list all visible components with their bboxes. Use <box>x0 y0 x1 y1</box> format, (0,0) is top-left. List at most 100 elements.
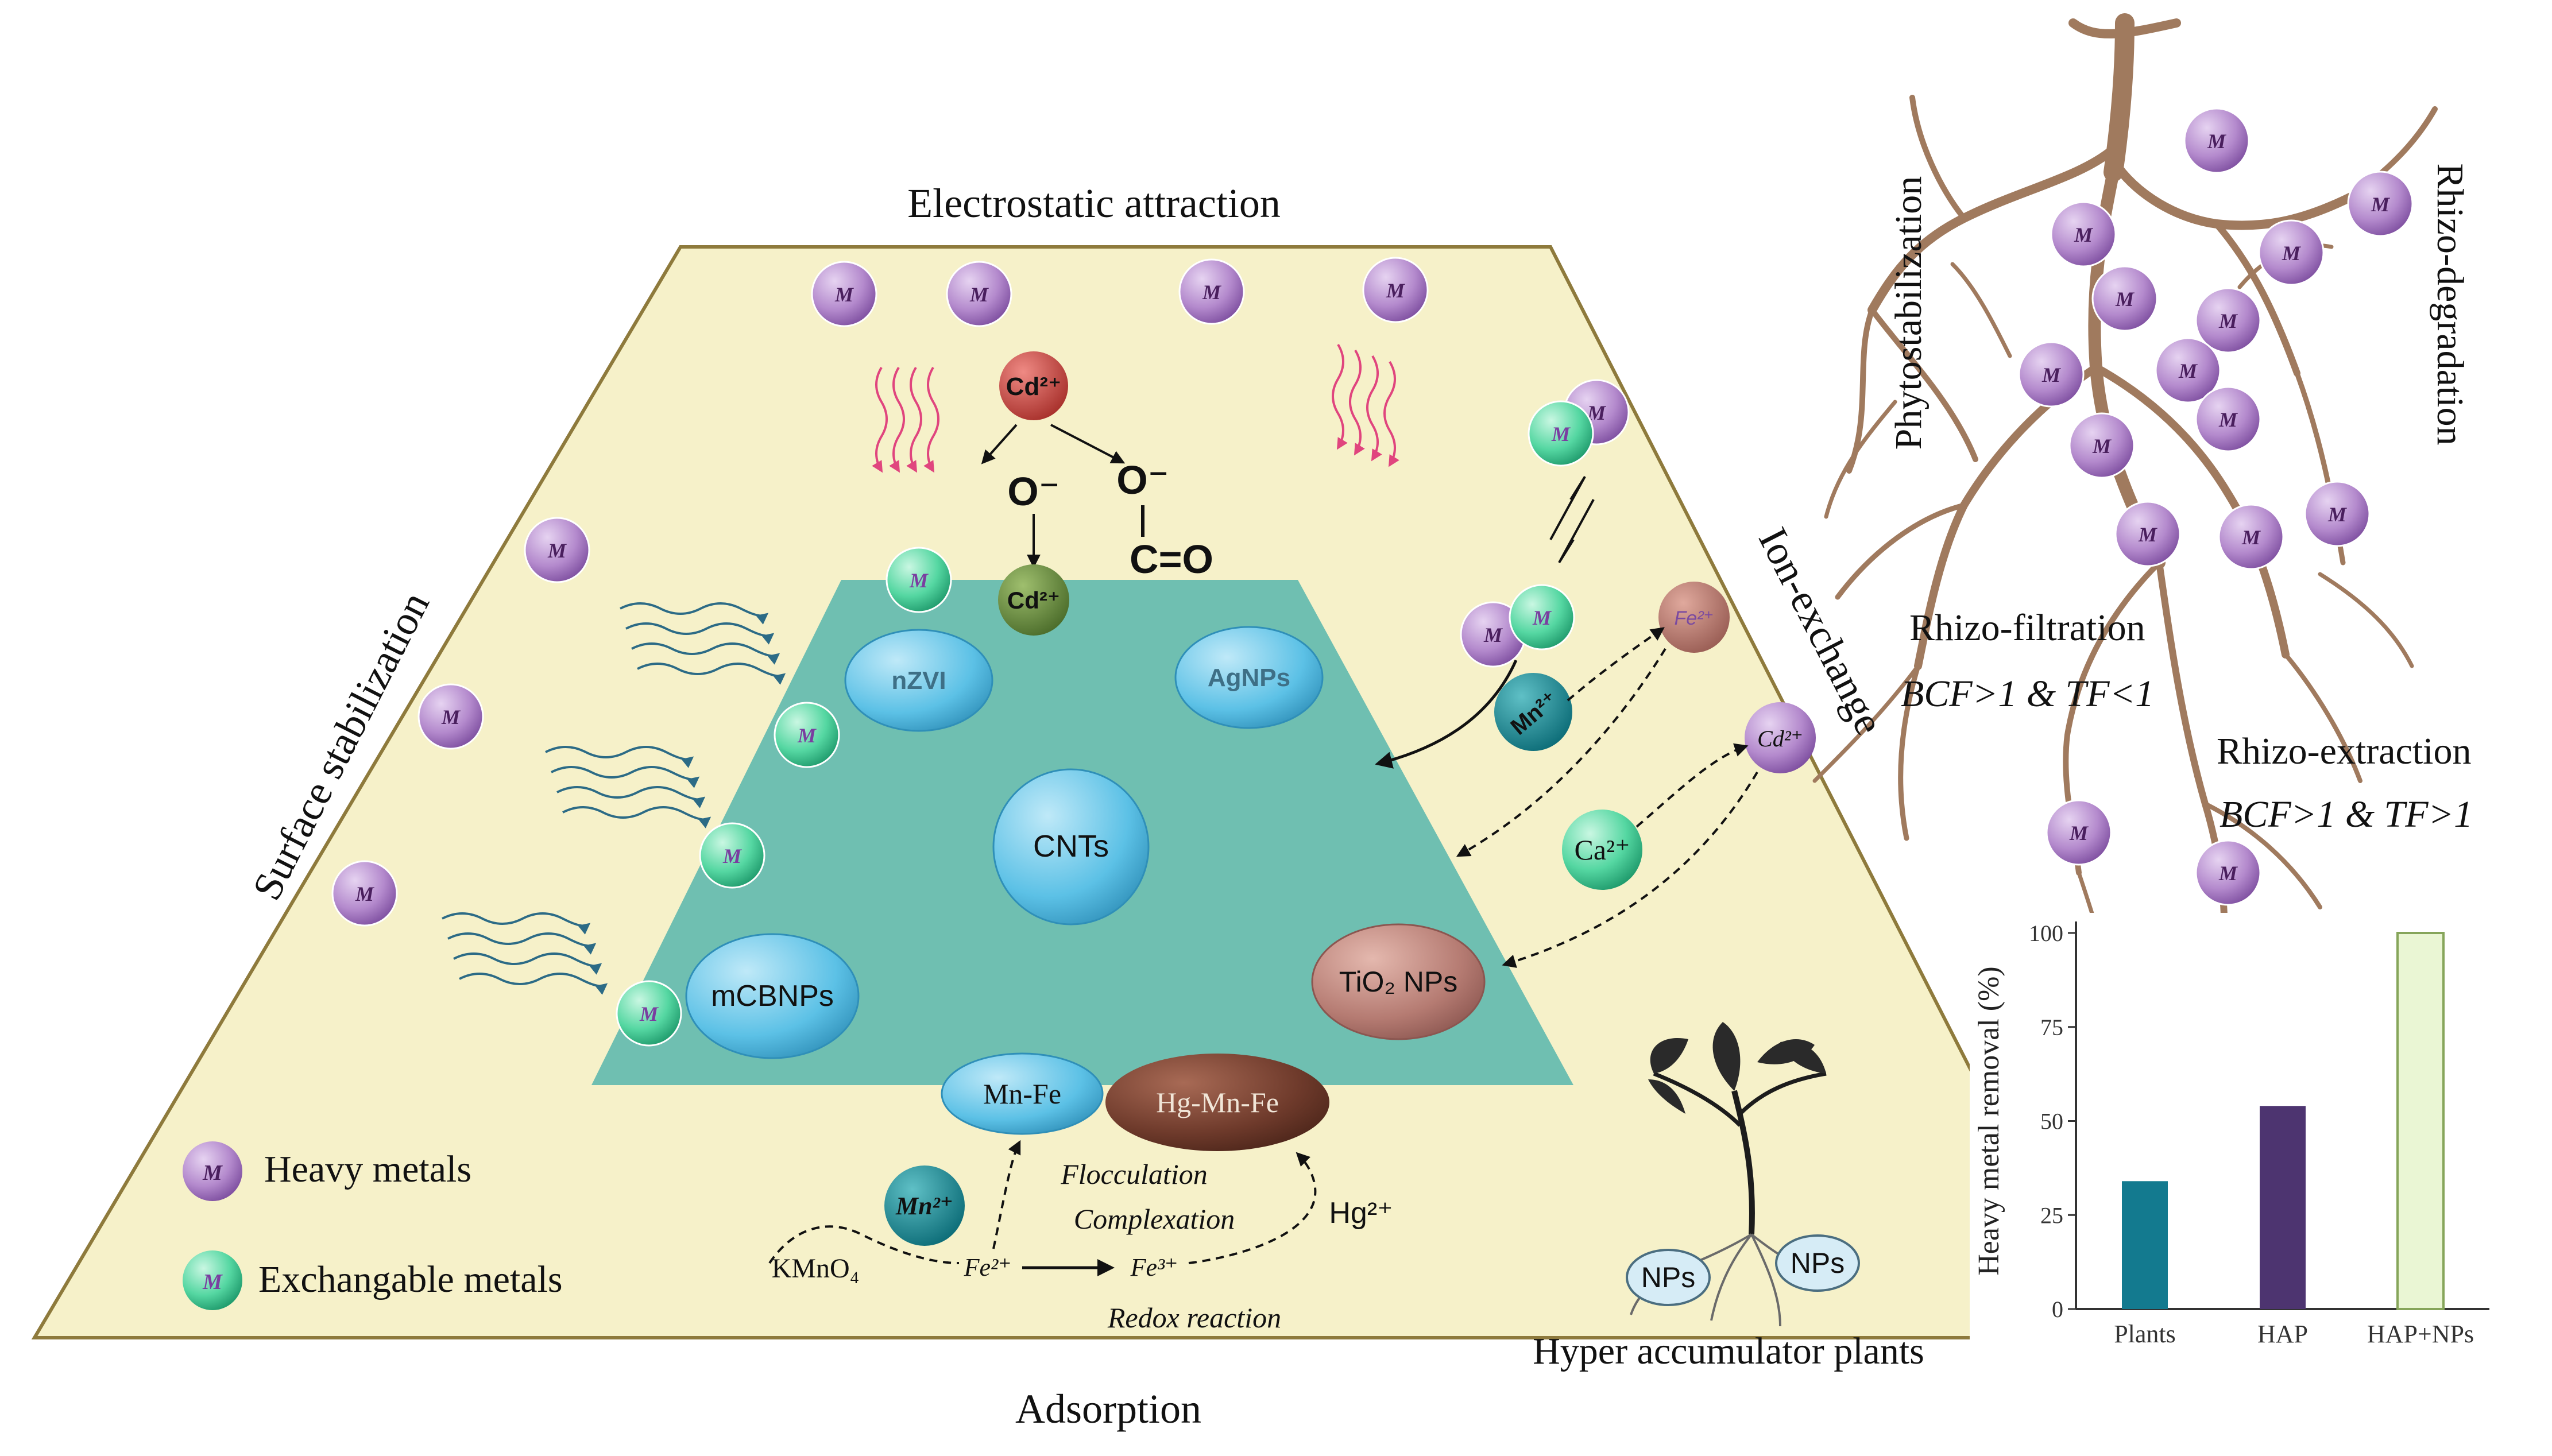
exchangeable-metal-ball: M <box>699 822 765 889</box>
np-mcbnps-label: mCBNPs <box>711 979 834 1013</box>
svg-text:M: M <box>969 283 989 306</box>
heavy-metal-ball: M <box>1178 258 1245 325</box>
heavy-metal-ball: M <box>1362 257 1429 323</box>
heavy-metal-ball: M <box>2114 501 2181 567</box>
legend: M Heavy metals M Exchangable metals <box>183 1141 563 1310</box>
label-adsorption: Adsorption <box>1015 1386 1201 1432</box>
cd-ion-bound-label: Cd²⁺ <box>1007 587 1060 614</box>
svg-text:M: M <box>1202 281 1222 304</box>
np-tio2: TiO₂ NPs <box>1311 923 1486 1040</box>
complexation-label: Complexation <box>1074 1203 1235 1235</box>
exchangeable-metal-ball: M <box>1509 584 1575 650</box>
heavy-metal-ball: M <box>2155 337 2221 404</box>
legend-exchange-metal-swatch: M <box>183 1250 242 1310</box>
chart-y-axis-label: Heavy metal removal (%) <box>1973 966 2005 1276</box>
cd-ion-right: Cd²⁺ <box>1745 702 1816 773</box>
heavy-metal-ball: M <box>2195 386 2261 452</box>
nps-bubble-right-label: NPs <box>1791 1247 1845 1279</box>
arrow-cd-left <box>981 424 1018 464</box>
root-system <box>1812 13 2438 979</box>
svg-text:M: M <box>2218 408 2238 431</box>
np-mcbnps: mCBNPs <box>685 933 860 1059</box>
label-rhizo-extraction: Rhizo-extraction <box>2217 730 2472 772</box>
heavy-metal-ball: M <box>2046 799 2112 866</box>
svg-text:M: M <box>202 1270 223 1294</box>
blue-waves-upper <box>620 602 786 685</box>
nps-bubble-right <box>1775 1234 1860 1292</box>
heavy-metal-ball: M <box>2347 171 2414 237</box>
heavy-metal-ball: M <box>2195 287 2261 354</box>
svg-text:M: M <box>2327 503 2348 526</box>
svg-text:M: M <box>1532 606 1552 629</box>
exchangeable-metal-ball: M <box>1528 400 1594 467</box>
np-cnts-label: CNTs <box>1033 829 1109 863</box>
heavy-metal-ball: M <box>2218 504 2284 570</box>
chart-background <box>1970 913 2544 1355</box>
arrow-cd-right <box>1050 424 1126 464</box>
np-nzvi: nZVI <box>844 629 993 732</box>
heavy-metal-ball: M <box>2050 201 2117 268</box>
arrow-to-inner <box>1375 659 1518 769</box>
svg-text:M: M <box>2371 193 2391 216</box>
ion-exchange-dashed-arrows <box>1456 627 1758 968</box>
cd-ion-bound <box>998 564 1069 636</box>
svg-text:M: M <box>1483 624 1503 646</box>
np-nzvi-label: nZVI <box>891 667 946 695</box>
cd-ion-right-label: Cd²⁺ <box>1757 726 1803 752</box>
legend-heavy-metals-label: Heavy metals <box>264 1148 471 1190</box>
svg-text:M: M <box>797 724 817 747</box>
np-hgmnfe-label: Hg-Mn-Fe <box>1156 1086 1279 1118</box>
label-electrostatic: Electrostatic attraction <box>907 180 1281 226</box>
heavy-metal-ball: M <box>2018 341 2085 408</box>
mn-ion-bottom-label: Mn²⁺ <box>895 1192 953 1220</box>
svg-text:M: M <box>834 283 854 306</box>
flocculation-label: Flocculation <box>1060 1158 1208 1190</box>
heavy-metal-ball: M <box>524 517 590 583</box>
heavy-metal-ball: M <box>2258 219 2325 286</box>
heavy-metal-ball: M <box>2068 412 2135 479</box>
svg-text:M: M <box>1551 423 1571 446</box>
svg-text:M: M <box>2178 359 2198 382</box>
kmno4: KMnO₄ <box>772 1253 860 1284</box>
exchangeable-metal-ball: M <box>616 980 682 1047</box>
exchangeable-metal-ball: M <box>886 547 952 613</box>
label-phytostabilization: Phytostabilization <box>1888 176 1930 450</box>
svg-text:M: M <box>2207 130 2227 153</box>
label-rhizo-extraction-cond: BCF>1 & TF>1 <box>2220 793 2473 835</box>
heavy-metal-ball: M <box>2183 107 2250 174</box>
label-hyper-accumulator: Hyper accumulator plants <box>1533 1330 1924 1372</box>
heavy-metal-ball: M <box>2091 265 2158 332</box>
fe3-ion: Fe³⁺ <box>1130 1253 1178 1281</box>
redox-label: Redox reaction <box>1107 1302 1281 1334</box>
cd-ion-top-label: Cd²⁺ <box>1006 373 1062 401</box>
mn-ion-right: Mn²⁺ <box>1494 673 1572 751</box>
bottom-dashed-arrows <box>768 1140 1317 1264</box>
mn-ion-bottom: Mn²⁺ <box>884 1165 965 1246</box>
hg2-ion: Hg²⁺ <box>1329 1196 1393 1230</box>
heavy-metal-ball: M <box>946 261 1012 327</box>
fe-ion-right: Fe²⁺ <box>1658 582 1730 653</box>
heavy-metal-ball: M <box>417 683 484 750</box>
cd-ion-top <box>999 351 1068 420</box>
oxygen-minus-1: O⁻ <box>1007 469 1060 514</box>
np-mnfe-label: Mn-Fe <box>983 1078 1061 1110</box>
svg-text:M: M <box>2074 223 2094 246</box>
chart-y-tick-label: 0 <box>2052 1296 2063 1322</box>
label-rhizo-degradation: Rhizo-degradation <box>2429 163 2471 445</box>
svg-text:M: M <box>639 1002 659 1025</box>
svg-text:M: M <box>722 845 743 868</box>
label-rhizo-filtration: Rhizo-filtration <box>1909 607 2145 649</box>
svg-text:M: M <box>2138 523 2158 546</box>
heavy-metal-ball: M <box>2195 839 2261 906</box>
svg-text:M: M <box>2218 309 2238 332</box>
svg-text:M: M <box>547 539 567 562</box>
svg-text:M: M <box>2218 862 2238 885</box>
exchangeable-metal-ball: M <box>774 702 840 768</box>
legend-heavy-metal-swatch: M <box>183 1141 242 1201</box>
svg-text:M: M <box>2241 526 2261 549</box>
ca-ion-right-label: Ca²⁺ <box>1575 834 1630 866</box>
chart-y-tick-label: 75 <box>2040 1014 2063 1040</box>
svg-text:M: M <box>1386 279 1406 302</box>
